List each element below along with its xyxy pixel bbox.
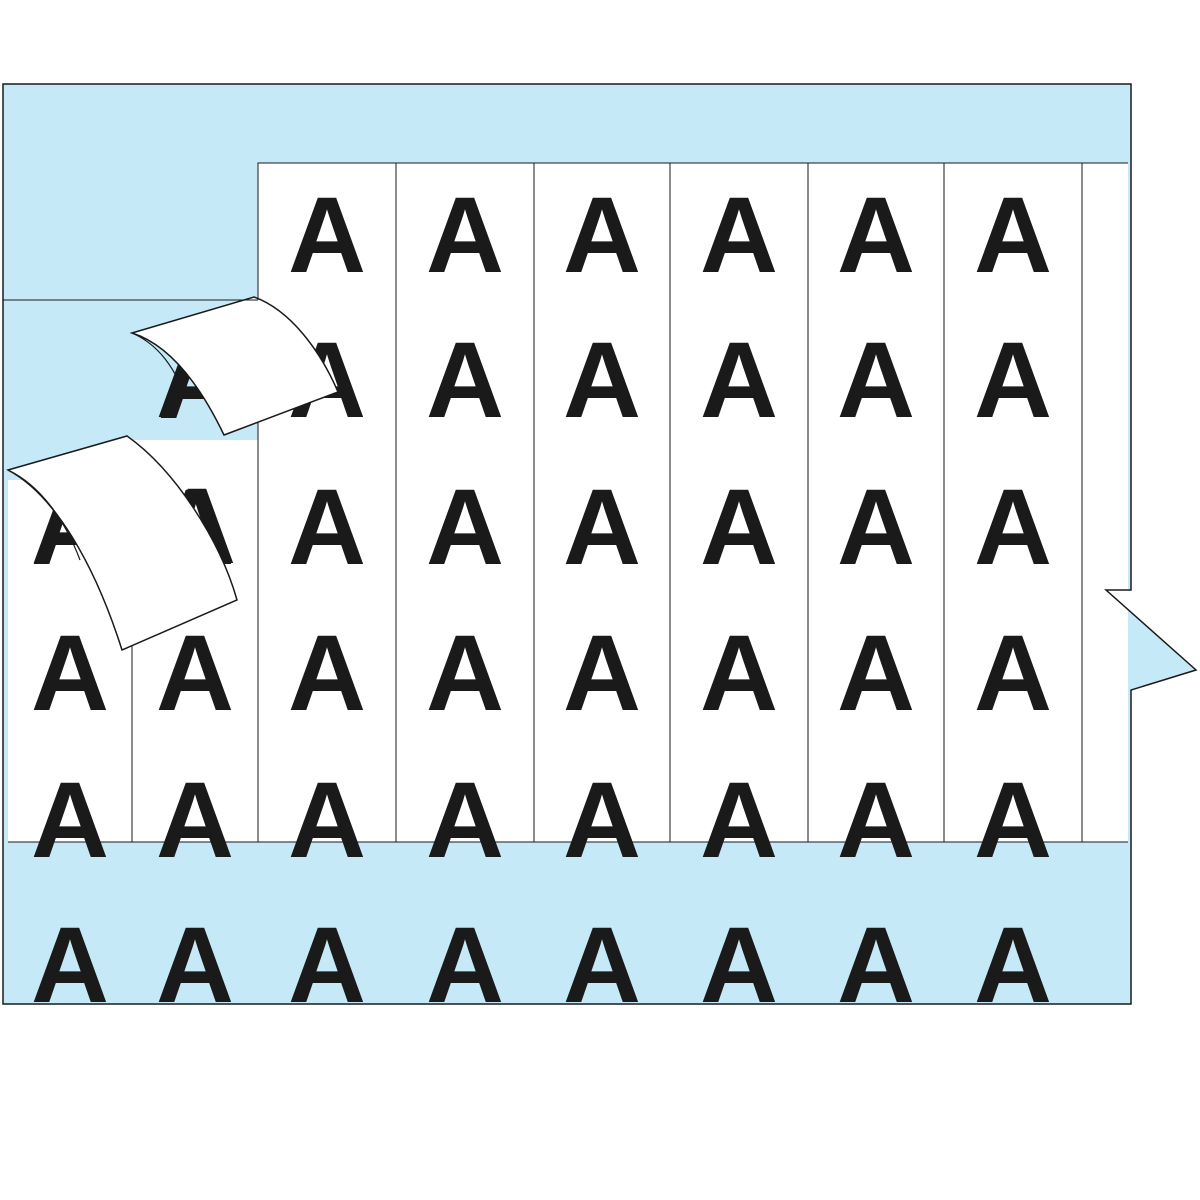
marker-letter: A — [426, 319, 504, 440]
marker-letter: A — [563, 319, 641, 440]
marker-letter: A — [31, 612, 109, 733]
marker-letter: A — [563, 466, 641, 587]
marker-letter: A — [31, 759, 109, 880]
marker-letter: A — [426, 466, 504, 587]
marker-letter: A — [288, 904, 366, 1025]
marker-letter: A — [974, 174, 1052, 295]
peeled-markers — [6, 296, 339, 652]
marker-area-upper — [258, 163, 1128, 842]
marker-letter: A — [837, 904, 915, 1025]
marker-letter: A — [974, 904, 1052, 1025]
marker-letter: A — [156, 612, 234, 733]
marker-letter: A — [288, 759, 366, 880]
marker-letter: A — [974, 759, 1052, 880]
marker-letter: A — [288, 174, 366, 295]
marker-letter: A — [426, 759, 504, 880]
marker-letter: A — [700, 759, 778, 880]
marker-letter: A — [563, 612, 641, 733]
marker-letter: A — [837, 319, 915, 440]
marker-letter: A — [288, 466, 366, 587]
marker-letter: A — [837, 612, 915, 733]
marker-letter: A — [426, 904, 504, 1025]
marker-letter: A — [837, 174, 915, 295]
marker-columns — [8, 163, 1128, 842]
marker-letter: A — [288, 612, 366, 733]
marker-top-edge — [257, 162, 1128, 300]
marker-letter: A — [700, 904, 778, 1025]
marker-letter: A — [563, 759, 641, 880]
peeled-marker-upper — [129, 296, 339, 436]
marker-letter: A — [700, 319, 778, 440]
marker-letter: A — [563, 174, 641, 295]
marker-letter: A — [426, 174, 504, 295]
marker-letter: A — [837, 759, 915, 880]
marker-letter: A — [700, 466, 778, 587]
marker-letter: A — [156, 904, 234, 1025]
peeled-marker-lower-curl — [7, 469, 81, 561]
marker-letter: A — [156, 759, 234, 880]
marker-letter: A — [563, 904, 641, 1025]
peeled-marker-upper-curl — [131, 332, 186, 396]
marker-letter: A — [700, 174, 778, 295]
marker-letter: A — [426, 612, 504, 733]
marker-letter: A — [974, 612, 1052, 733]
card-outline — [2, 83, 1198, 1005]
marker-letter: A — [31, 904, 109, 1025]
card-border — [2, 83, 1198, 1005]
marker-letter: A — [700, 612, 778, 733]
marker-letter: A — [974, 466, 1052, 587]
marker-letter: A — [837, 466, 915, 587]
marker-letter: A — [974, 319, 1052, 440]
